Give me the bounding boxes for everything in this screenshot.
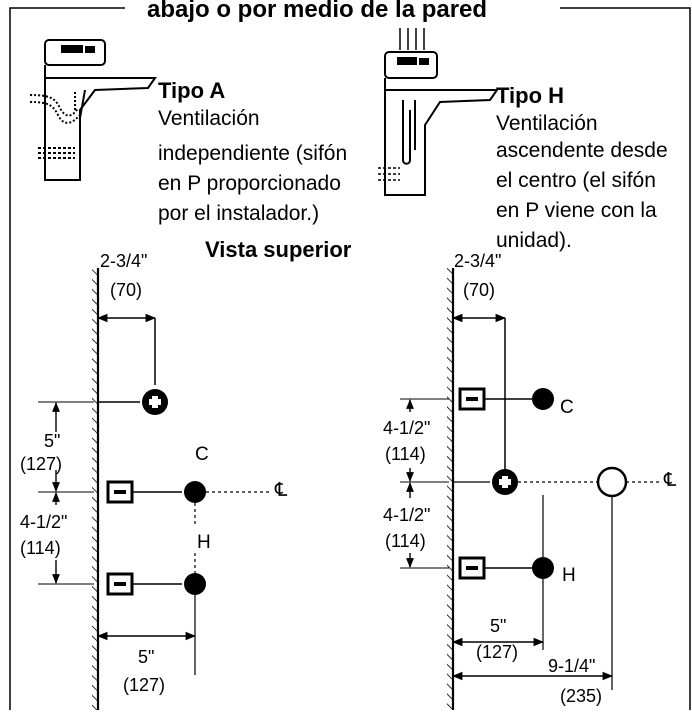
type-h-line-1: Ventilación [496,112,598,135]
left-dim-45-in: 4-1/2" [20,512,68,532]
type-a-heading: Tipo A [158,78,226,103]
right-dim-5-in: 5" [490,616,507,636]
left-label-c: C [195,444,209,465]
right-dim-5-mm: (127) [476,642,519,662]
type-a-line-1: Ventilación [158,107,260,130]
fixture-type-a-illustration [29,39,157,181]
left-top-dim-mm: (70) [110,280,143,300]
type-a-line-4: por el instalador.) [158,202,320,225]
type-h-line-4: en P viene con la [496,199,657,222]
left-bottom-dim-in: 5" [138,647,155,667]
type-a-line-2: independiente (sifón [158,142,348,165]
right-label-h: H [562,565,576,586]
right-dim-upper-mm: (114) [385,444,426,464]
left-dim-5-mm: (127) [20,454,63,474]
right-centerline-symbol: ℄ [664,470,677,491]
left-plan-view [38,268,270,710]
right-label-c: C [560,397,574,418]
right-dim-lower-mm: (114) [385,531,426,551]
page-frame [9,7,691,710]
type-a-line-3: en P proporcionado [158,172,341,195]
left-dim-45-mm: (114) [20,538,61,558]
right-dim-9-mm: (235) [560,686,603,706]
right-dim-9-in: 9-1/4" [548,656,596,676]
right-dim-upper-in: 4-1/2" [383,418,431,438]
right-dim-lower-in: 4-1/2" [383,505,431,525]
left-centerline-symbol: ℄ [275,480,288,501]
right-plan-view [400,268,660,710]
type-h-line-5: unidad). [496,229,572,252]
type-h-line-3: el centro (el sifón [496,169,656,192]
left-top-dim-in: 2-3/4" [100,251,148,271]
left-label-h: H [197,532,211,553]
top-view-heading: Vista superior [205,237,352,262]
type-h-line-2: ascendente desde [496,139,668,162]
page-title: abajo o por medio de la pared [147,0,488,23]
left-dim-5-in: 5" [44,431,61,451]
type-h-heading: Tipo H [496,83,565,108]
right-top-dim-mm: (70) [463,280,496,300]
fixture-type-h-illustration [378,28,499,196]
left-bottom-dim-mm: (127) [123,675,166,695]
right-top-dim-in: 2-3/4" [454,251,502,271]
